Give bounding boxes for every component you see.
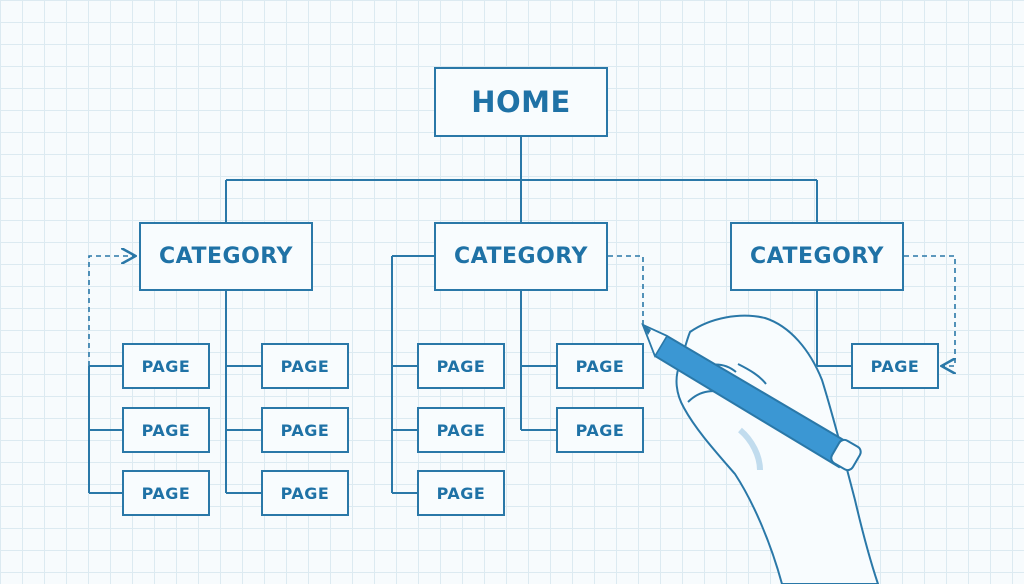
page-node: PAGE: [851, 343, 939, 389]
page-node: PAGE: [122, 470, 210, 516]
category-node-middle: CATEGORY: [434, 222, 608, 291]
page-node: PAGE: [261, 470, 349, 516]
page-node: PAGE: [556, 407, 644, 453]
category-node-right: CATEGORY: [730, 222, 904, 291]
page-node: PAGE: [261, 343, 349, 389]
home-node: HOME: [434, 67, 608, 137]
page-node: PAGE: [122, 343, 210, 389]
page-node: PAGE: [122, 407, 210, 453]
page-node: PAGE: [417, 470, 505, 516]
page-node: PAGE: [417, 343, 505, 389]
page-node: PAGE: [417, 407, 505, 453]
pencil-icon: [641, 323, 862, 472]
category-node-left: CATEGORY: [139, 222, 313, 291]
page-node: PAGE: [556, 343, 644, 389]
page-node: PAGE: [261, 407, 349, 453]
